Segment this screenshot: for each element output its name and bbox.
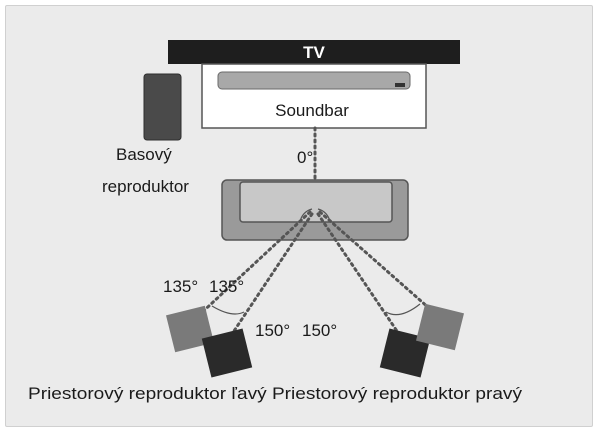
soundbar-label: Soundbar [275, 101, 349, 120]
left-surround-speaker-rear [165, 305, 215, 353]
left-inner-angle-label: 135° [209, 277, 244, 296]
subwoofer [143, 73, 182, 141]
left-outer-angle-label: 135° [163, 277, 198, 296]
left-angle-arc [211, 305, 245, 315]
center-angle-label: 0° [297, 148, 313, 167]
subwoofer-label-line1: Basový [116, 145, 172, 164]
right-inner-line [316, 212, 405, 342]
right-outer-line [318, 210, 440, 318]
sofa-seat [239, 181, 393, 223]
left-surround-speaker-front [201, 328, 253, 378]
right-surround-speaker-rear [415, 303, 465, 351]
right-rear-angle-label: 150° [302, 321, 337, 340]
left-inner-line [226, 212, 314, 342]
surround-speakers-caption: Priestorový reproduktor ľavý Priestorový… [28, 384, 523, 403]
tv-label: TV [303, 43, 325, 62]
left-rear-angle-label: 150° [255, 321, 290, 340]
right-angle-arc [385, 303, 421, 316]
soundbar-display [395, 83, 405, 87]
soundbar [217, 71, 411, 90]
left-outer-line [194, 210, 312, 320]
subwoofer-label-line2: reproduktor [102, 177, 189, 196]
tv-bar [168, 40, 460, 64]
